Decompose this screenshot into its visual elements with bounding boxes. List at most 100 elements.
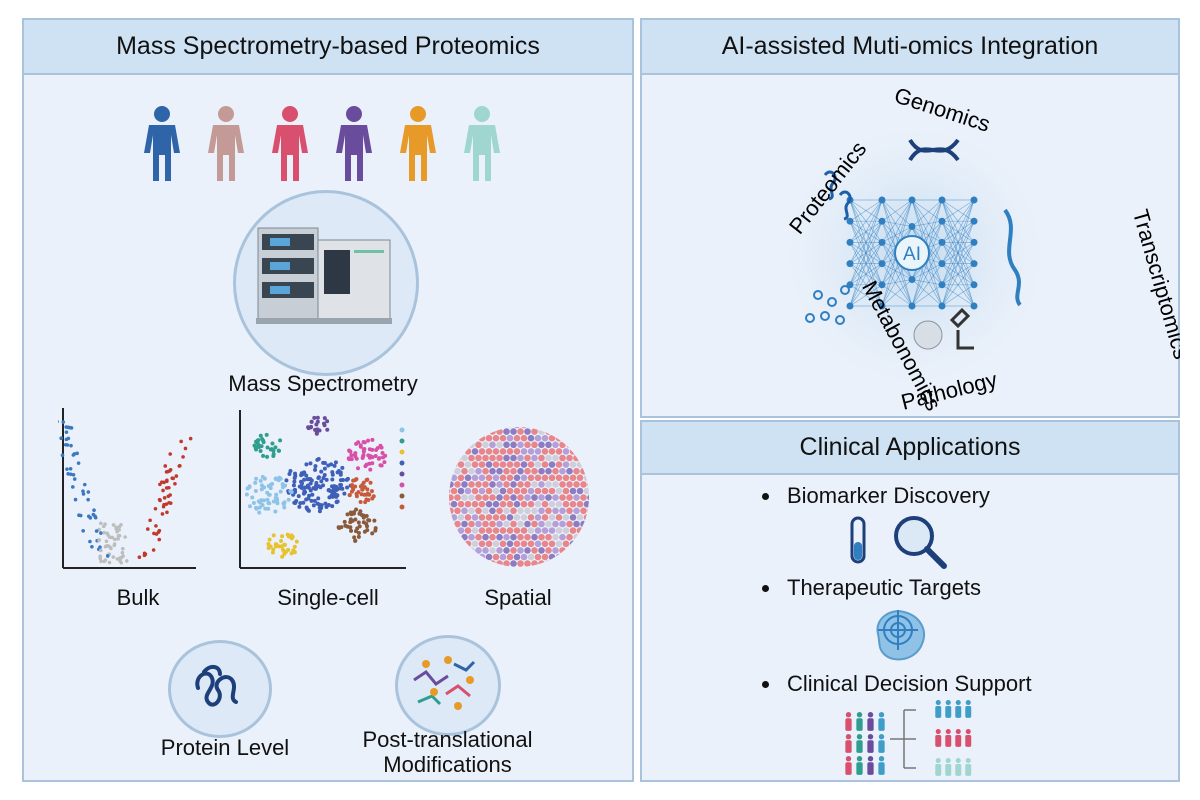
bullet-icon	[762, 584, 769, 592]
spatial-spot	[503, 560, 510, 567]
spatial-spot	[541, 461, 549, 468]
spatial-spot	[464, 434, 472, 442]
spatial-spot	[513, 461, 521, 468]
spatial-spot	[555, 487, 563, 495]
network-edge	[911, 226, 943, 243]
umap-point	[284, 478, 289, 483]
spatial-spot	[580, 547, 587, 554]
spatial-spot	[513, 553, 521, 561]
umap-point	[356, 534, 361, 539]
protein-level-label: Protein Level	[160, 735, 290, 760]
volcano-point	[98, 545, 102, 549]
spatial-spot	[464, 461, 472, 468]
spatial-spot	[450, 553, 458, 561]
spatial-spot	[506, 514, 514, 521]
spatial-spot	[580, 560, 587, 567]
spatial-spot	[591, 475, 592, 482]
umap-point	[308, 488, 313, 493]
spatial-spot	[478, 448, 486, 455]
spatial-spot	[517, 533, 524, 541]
spatial-spot	[482, 481, 489, 488]
spatial-spot	[527, 540, 535, 548]
umap-point	[304, 462, 309, 467]
spatial-spot	[573, 481, 580, 488]
umap-point	[351, 487, 356, 492]
umap-point	[261, 498, 266, 503]
umap-point	[265, 445, 270, 450]
umap-point	[321, 483, 326, 488]
umap-point	[330, 484, 335, 489]
spatial-spot	[513, 514, 521, 521]
network-node	[970, 196, 978, 204]
umap-point	[377, 456, 382, 461]
spatial-spot	[513, 527, 521, 534]
umap-point	[364, 513, 369, 518]
umap-point	[378, 443, 383, 448]
spatial-spot	[576, 553, 584, 561]
umap-point	[270, 441, 275, 446]
network-edge	[941, 221, 975, 307]
spatial-spot	[513, 427, 521, 429]
spatial-spot	[461, 560, 468, 567]
left-panel-title: Mass Spectrometry-based Proteomics	[22, 18, 634, 75]
spatial-spot	[552, 533, 559, 541]
umap-point	[314, 481, 319, 486]
umap-point	[297, 504, 302, 509]
spatial-spot	[538, 507, 545, 515]
spatial-spot	[552, 454, 559, 462]
spatial-spot	[506, 500, 514, 508]
person-icon	[945, 700, 952, 718]
volcano-point	[99, 521, 103, 526]
umap-point	[282, 542, 287, 547]
umap-point	[366, 453, 371, 458]
volcano-point	[165, 510, 169, 515]
spatial-spot	[449, 434, 451, 442]
spatial-spot	[475, 494, 482, 501]
umap-point	[299, 485, 304, 490]
multi-omics-title-text: AI-assisted Muti-omics Integration	[721, 32, 1099, 60]
umap-point	[253, 480, 258, 485]
umap-point	[330, 504, 335, 509]
umap-point	[247, 485, 252, 490]
spatial-spot	[485, 448, 493, 455]
network-node	[970, 281, 978, 289]
person-icon	[945, 729, 952, 747]
ai-node	[894, 235, 930, 271]
spatial-spot	[580, 533, 587, 541]
spatial-spot	[534, 500, 542, 508]
spatial-spot	[538, 467, 545, 475]
spatial-spot	[555, 514, 563, 521]
volcano-point	[81, 492, 86, 496]
spatial-spot	[527, 434, 535, 442]
spatial-spot	[562, 461, 570, 468]
spatial-spot	[538, 560, 545, 567]
spatial-spot	[461, 494, 468, 501]
spatial-spot	[506, 527, 514, 534]
spatial-spot	[548, 553, 556, 561]
umap-point	[316, 475, 321, 480]
volcano-point	[167, 485, 171, 490]
spatial-spot	[457, 553, 465, 561]
spatial-spot	[449, 540, 451, 548]
metabolite-molecules-icon	[805, 285, 850, 325]
spatial-spot	[482, 454, 489, 462]
network-edge	[911, 284, 943, 307]
spatial-spot	[506, 427, 514, 429]
umap-point	[280, 554, 285, 559]
spatial-spot	[591, 527, 592, 534]
spatial-spot	[583, 553, 589, 561]
spatial-spot	[524, 428, 531, 435]
umap-point	[292, 550, 297, 555]
umap-point	[301, 500, 306, 505]
volcano-point	[173, 481, 177, 486]
left-title-text: Mass Spectrometry-based Proteomics	[116, 32, 540, 60]
umap-point	[373, 453, 378, 458]
spatial-spot	[450, 474, 458, 482]
spatial-spot	[513, 540, 521, 548]
spatial-spot	[562, 553, 570, 561]
spatial-spot	[468, 494, 475, 501]
spatial-spot	[555, 461, 563, 468]
spatial-spot	[538, 441, 545, 449]
umap-point	[354, 456, 359, 461]
spatial-spot	[506, 461, 514, 468]
